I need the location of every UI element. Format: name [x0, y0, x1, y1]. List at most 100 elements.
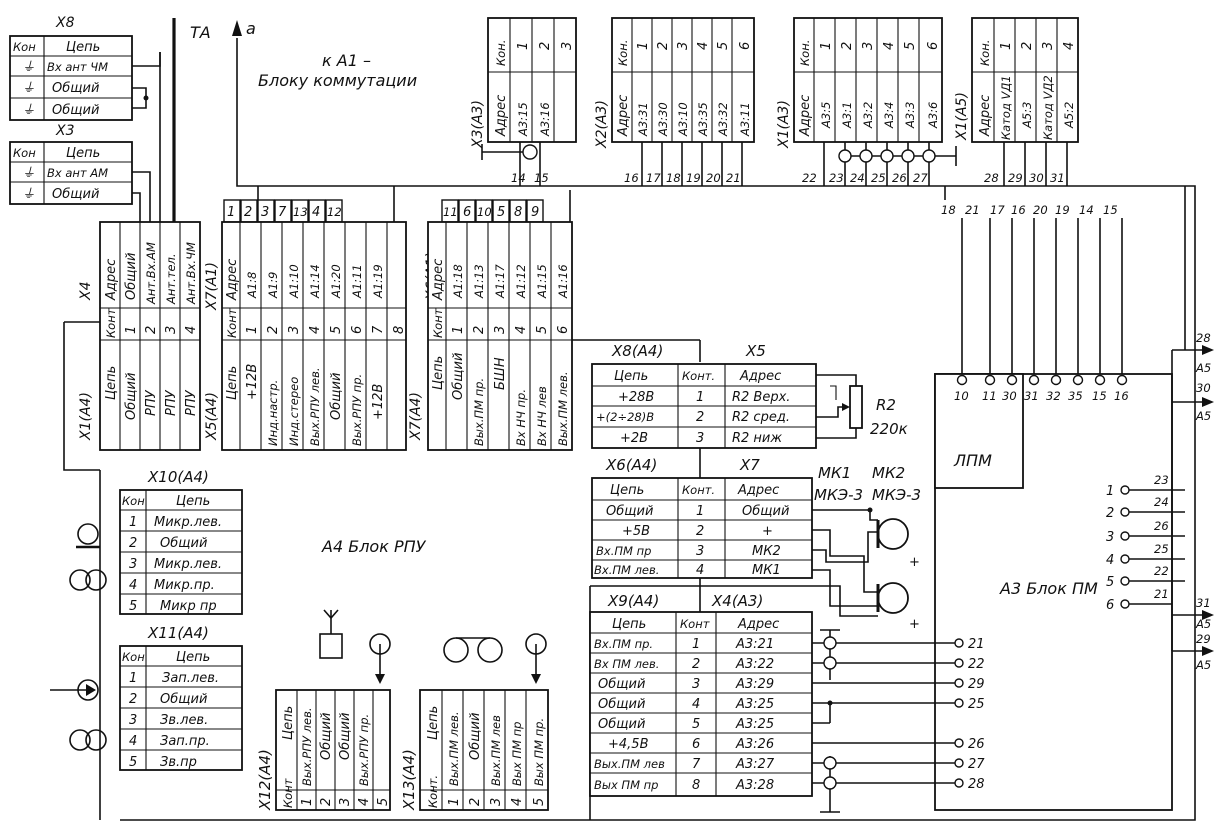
svg-text:22: 22: [968, 657, 985, 672]
svg-text:24: 24: [850, 171, 865, 185]
svg-text:Кон: Кон: [122, 494, 145, 508]
svg-text:16: 16: [1011, 203, 1026, 217]
svg-text:2: 2: [1106, 506, 1114, 521]
connector-x7a1: 1 2 3 7 13 4 12 Х7(А1) Адрес Конт А1:8 1…: [204, 186, 407, 451]
connector-x1a5: Х1(А5) Кон. Адрес 1 Катод VД1 2 А5:3 3 К…: [954, 17, 1079, 186]
svg-text:30: 30: [1196, 381, 1211, 395]
mk2-icon: [877, 518, 909, 550]
svg-text:22: 22: [802, 171, 817, 185]
svg-text:Цепь: Цепь: [614, 369, 648, 384]
svg-text:23: 23: [829, 171, 844, 185]
svg-text:А3:25: А3:25: [735, 697, 774, 712]
svg-text:Х12(А4): Х12(А4): [256, 749, 274, 811]
svg-text:А3:11: А3:11: [738, 102, 752, 137]
svg-text:1: 1: [636, 42, 651, 50]
svg-text:А1:16: А1:16: [556, 264, 570, 299]
svg-text:4: 4: [1106, 553, 1114, 568]
svg-text:8: 8: [392, 326, 407, 334]
svg-text:2: 2: [129, 692, 137, 707]
svg-text:А1:15: А1:15: [535, 264, 549, 299]
svg-text:Цепь: Цепь: [225, 366, 240, 400]
svg-text:Зап.пр.: Зап.пр.: [160, 734, 210, 749]
svg-text:БШН: БШН: [493, 357, 508, 390]
svg-text:+12В: +12В: [245, 364, 260, 400]
svg-text:5: 5: [1106, 575, 1114, 590]
svg-text:R2 сред.: R2 сред.: [732, 410, 790, 425]
x1a4-r4: РПУ: [184, 389, 199, 416]
svg-text:Инд.стерео: Инд.стерео: [287, 377, 301, 446]
svg-text:17: 17: [990, 203, 1005, 217]
svg-text:Кон.: Кон.: [616, 40, 630, 66]
svg-text:18: 18: [666, 171, 681, 185]
svg-text:1: 1: [1106, 484, 1114, 499]
x3-head-tsep: Цепь: [66, 146, 100, 161]
svg-text:Вх ПМ лев.: Вх ПМ лев.: [594, 657, 659, 671]
svg-text:31: 31: [1024, 389, 1039, 403]
svg-text:Х5: Х5: [745, 342, 766, 360]
svg-text:Общий: Общий: [160, 692, 207, 707]
svg-text:20: 20: [706, 171, 721, 185]
svg-text:21: 21: [726, 171, 741, 185]
svg-text:А3:16: А3:16: [538, 102, 552, 137]
svg-text:26: 26: [1154, 519, 1169, 533]
svg-text:5: 5: [535, 326, 550, 334]
svg-text:Вых.РПУ лев.: Вых.РПУ лев.: [300, 707, 314, 786]
svg-text:Вых ПМ пр: Вых ПМ пр: [510, 722, 524, 786]
svg-text:МКЭ-3: МКЭ-3: [872, 486, 921, 504]
svg-text:2: 2: [244, 205, 252, 220]
svg-text:R2 Верх.: R2 Верх.: [732, 390, 790, 405]
svg-text:7: 7: [278, 205, 287, 220]
svg-text:Адрес: Адрес: [978, 95, 993, 137]
table-x10a4: Х10(А4) Кон Цепь 1 Микр.лев. 2 Общий 3 М…: [119, 468, 243, 615]
svg-text:А1:20: А1:20: [329, 264, 343, 299]
svg-text:А3:1: А3:1: [840, 102, 854, 129]
svg-text:31: 31: [1196, 596, 1211, 610]
x8-r3-c: Общий: [52, 103, 99, 118]
svg-text:А1:9: А1:9: [266, 272, 280, 299]
connector-x2a3: Х2(А3) Кон. Адрес 1 А3:31 2 А3:30 3 А3:1…: [594, 17, 755, 186]
svg-text:2: 2: [696, 410, 704, 425]
svg-text:13: 13: [293, 205, 308, 219]
svg-text:Вых.РПУ пр.: Вых.РПУ пр.: [350, 374, 364, 446]
svg-text:Катод VД2: Катод VД2: [1041, 75, 1055, 140]
svg-text:А3:28: А3:28: [735, 778, 774, 793]
svg-text:23: 23: [1154, 473, 1169, 487]
svg-text:Вх НЧ лев: Вх НЧ лев: [535, 386, 549, 446]
svg-text:Х13(А4): Х13(А4): [400, 749, 418, 811]
svg-text:27: 27: [913, 171, 928, 185]
a3-side-pins: 1 2 3 4 5 6 23 24 26 25 22 21: [1106, 350, 1185, 651]
x1a4-r1: Общий: [124, 373, 139, 420]
svg-text:19: 19: [686, 171, 701, 185]
svg-text:А5: А5: [1195, 361, 1211, 375]
svg-text:3: 3: [560, 42, 575, 50]
svg-text:2: 2: [1020, 42, 1035, 50]
x8-r1-c: Вх ант ЧМ: [47, 60, 108, 74]
svg-text:5: 5: [129, 599, 137, 614]
x4-r4-a: Ант.Вх.ЧМ: [184, 242, 198, 305]
svg-text:30: 30: [1002, 389, 1017, 403]
svg-text:Конт: Конт: [281, 778, 295, 808]
svg-text:21: 21: [968, 637, 985, 652]
svg-text:24: 24: [1154, 495, 1169, 509]
svg-text:Общий: Общий: [606, 504, 653, 519]
svg-text:Общий: Общий: [598, 697, 645, 712]
svg-text:МК1: МК1: [752, 563, 781, 578]
svg-text:28: 28: [1196, 331, 1211, 345]
svg-text:Х6(А4): Х6(А4): [605, 456, 657, 474]
a-label: а: [246, 19, 256, 38]
connector-x4: Х4 Адрес Конт Общий 1 Ант.Вх.АМ 2 Ант.те…: [78, 221, 201, 451]
svg-text:3: 3: [696, 431, 704, 446]
svg-text:А3:32: А3:32: [716, 102, 730, 137]
svg-text:Х4(А3): Х4(А3): [711, 592, 763, 610]
svg-text:МК2: МК2: [752, 544, 781, 559]
svg-text:Конт: Конт: [431, 308, 445, 338]
svg-text:А1:11: А1:11: [350, 264, 364, 299]
svg-text:Вых ПМ пр.: Вых ПМ пр.: [532, 718, 546, 786]
connector-x3a3: Х3(А3) Кон. Адрес 1 А3:15 2 А3:16 3 14 1…: [470, 17, 577, 186]
svg-text:+: +: [762, 524, 773, 539]
svg-text:Конт.: Конт.: [426, 775, 440, 808]
svg-text:11: 11: [443, 205, 458, 219]
svg-text:3: 3: [338, 798, 353, 806]
svg-text:Вх.ПМ пр.: Вх.ПМ пр.: [594, 637, 653, 651]
